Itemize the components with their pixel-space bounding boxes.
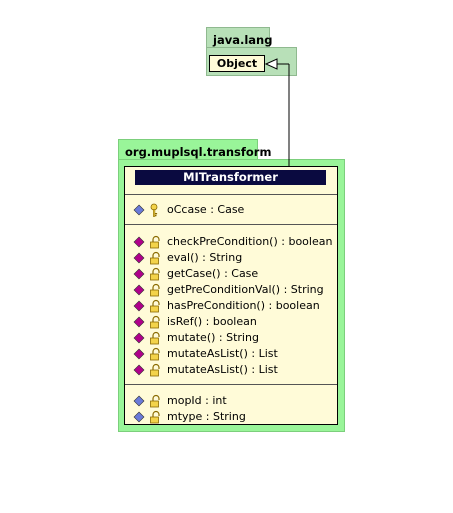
transform-package-tab: org.muplsql.transform (118, 139, 271, 160)
method-row[interactable]: isRef() : boolean (132, 314, 257, 330)
method-row[interactable]: mutate() : String (132, 330, 259, 346)
method-icon (133, 348, 145, 360)
lock-icon (150, 283, 160, 297)
method-icon (133, 316, 145, 328)
lock-icon (150, 331, 160, 345)
method-icon (133, 364, 145, 376)
key-icon (150, 203, 158, 217)
java-lang-package-label: java.lang (213, 33, 273, 47)
object-class-name: Object (216, 57, 258, 70)
method-label: mutateAsList() : List (167, 347, 278, 360)
lock-icon (150, 410, 160, 424)
attribute-icon (133, 395, 145, 407)
lock-icon (150, 315, 160, 329)
method-row[interactable]: eval() : String (132, 250, 242, 266)
class-separator-3 (125, 384, 337, 385)
method-icon (133, 252, 145, 264)
method-icon (133, 332, 145, 344)
method-label: isRef() : boolean (167, 315, 257, 328)
method-label: hasPreCondition() : boolean (167, 299, 320, 312)
lock-icon (150, 347, 160, 361)
lock-icon (150, 235, 160, 249)
method-icon (133, 236, 145, 248)
lock-icon (150, 394, 160, 408)
method-label: checkPreCondition() : boolean (167, 235, 333, 248)
method-row[interactable]: mutateAsList() : List (132, 362, 278, 378)
method-row[interactable]: getPreConditionVal() : String (132, 282, 324, 298)
method-row[interactable]: checkPreCondition() : boolean (132, 234, 332, 250)
method-row[interactable]: mutateAsList() : List (132, 346, 278, 362)
class-separator-2 (125, 224, 337, 225)
java-lang-package-tab: java.lang (206, 27, 273, 48)
method-label: mutateAsList() : List (167, 363, 278, 376)
attribute-row[interactable]: mopId : int (132, 393, 227, 409)
method-label: mutate() : String (167, 331, 259, 344)
lock-icon (150, 363, 160, 377)
attribute-icon (133, 204, 145, 216)
attribute-label: mtype : String (167, 410, 246, 423)
lock-icon (150, 267, 160, 281)
object-class-box[interactable]: Object (209, 55, 265, 72)
method-label: getPreConditionVal() : String (167, 283, 324, 296)
transform-package-label: org.muplsql.transform (125, 145, 272, 159)
attribute-row[interactable]: oCcase : Case (132, 202, 244, 218)
method-row[interactable]: hasPreCondition() : boolean (132, 298, 320, 314)
mitransformer-class-box[interactable]: MITransformer oCcase : Case checkPreCond… (124, 166, 338, 425)
method-icon (133, 284, 145, 296)
class-title: MITransformer (135, 170, 326, 185)
attribute-label: mopId : int (167, 394, 227, 407)
attribute-icon (133, 411, 145, 423)
attribute-row[interactable]: mtype : String (132, 409, 246, 425)
class-separator-1 (125, 194, 337, 195)
method-icon (133, 300, 145, 312)
method-icon (133, 268, 145, 280)
method-row[interactable]: getCase() : Case (132, 266, 258, 282)
attribute-label: oCcase : Case (167, 203, 245, 216)
method-label: getCase() : Case (167, 267, 259, 280)
method-label: eval() : String (167, 251, 243, 264)
class-name: MITransformer (183, 170, 278, 184)
lock-icon (150, 251, 160, 265)
lock-icon (150, 299, 160, 313)
generalization-arrowhead (264, 58, 278, 70)
